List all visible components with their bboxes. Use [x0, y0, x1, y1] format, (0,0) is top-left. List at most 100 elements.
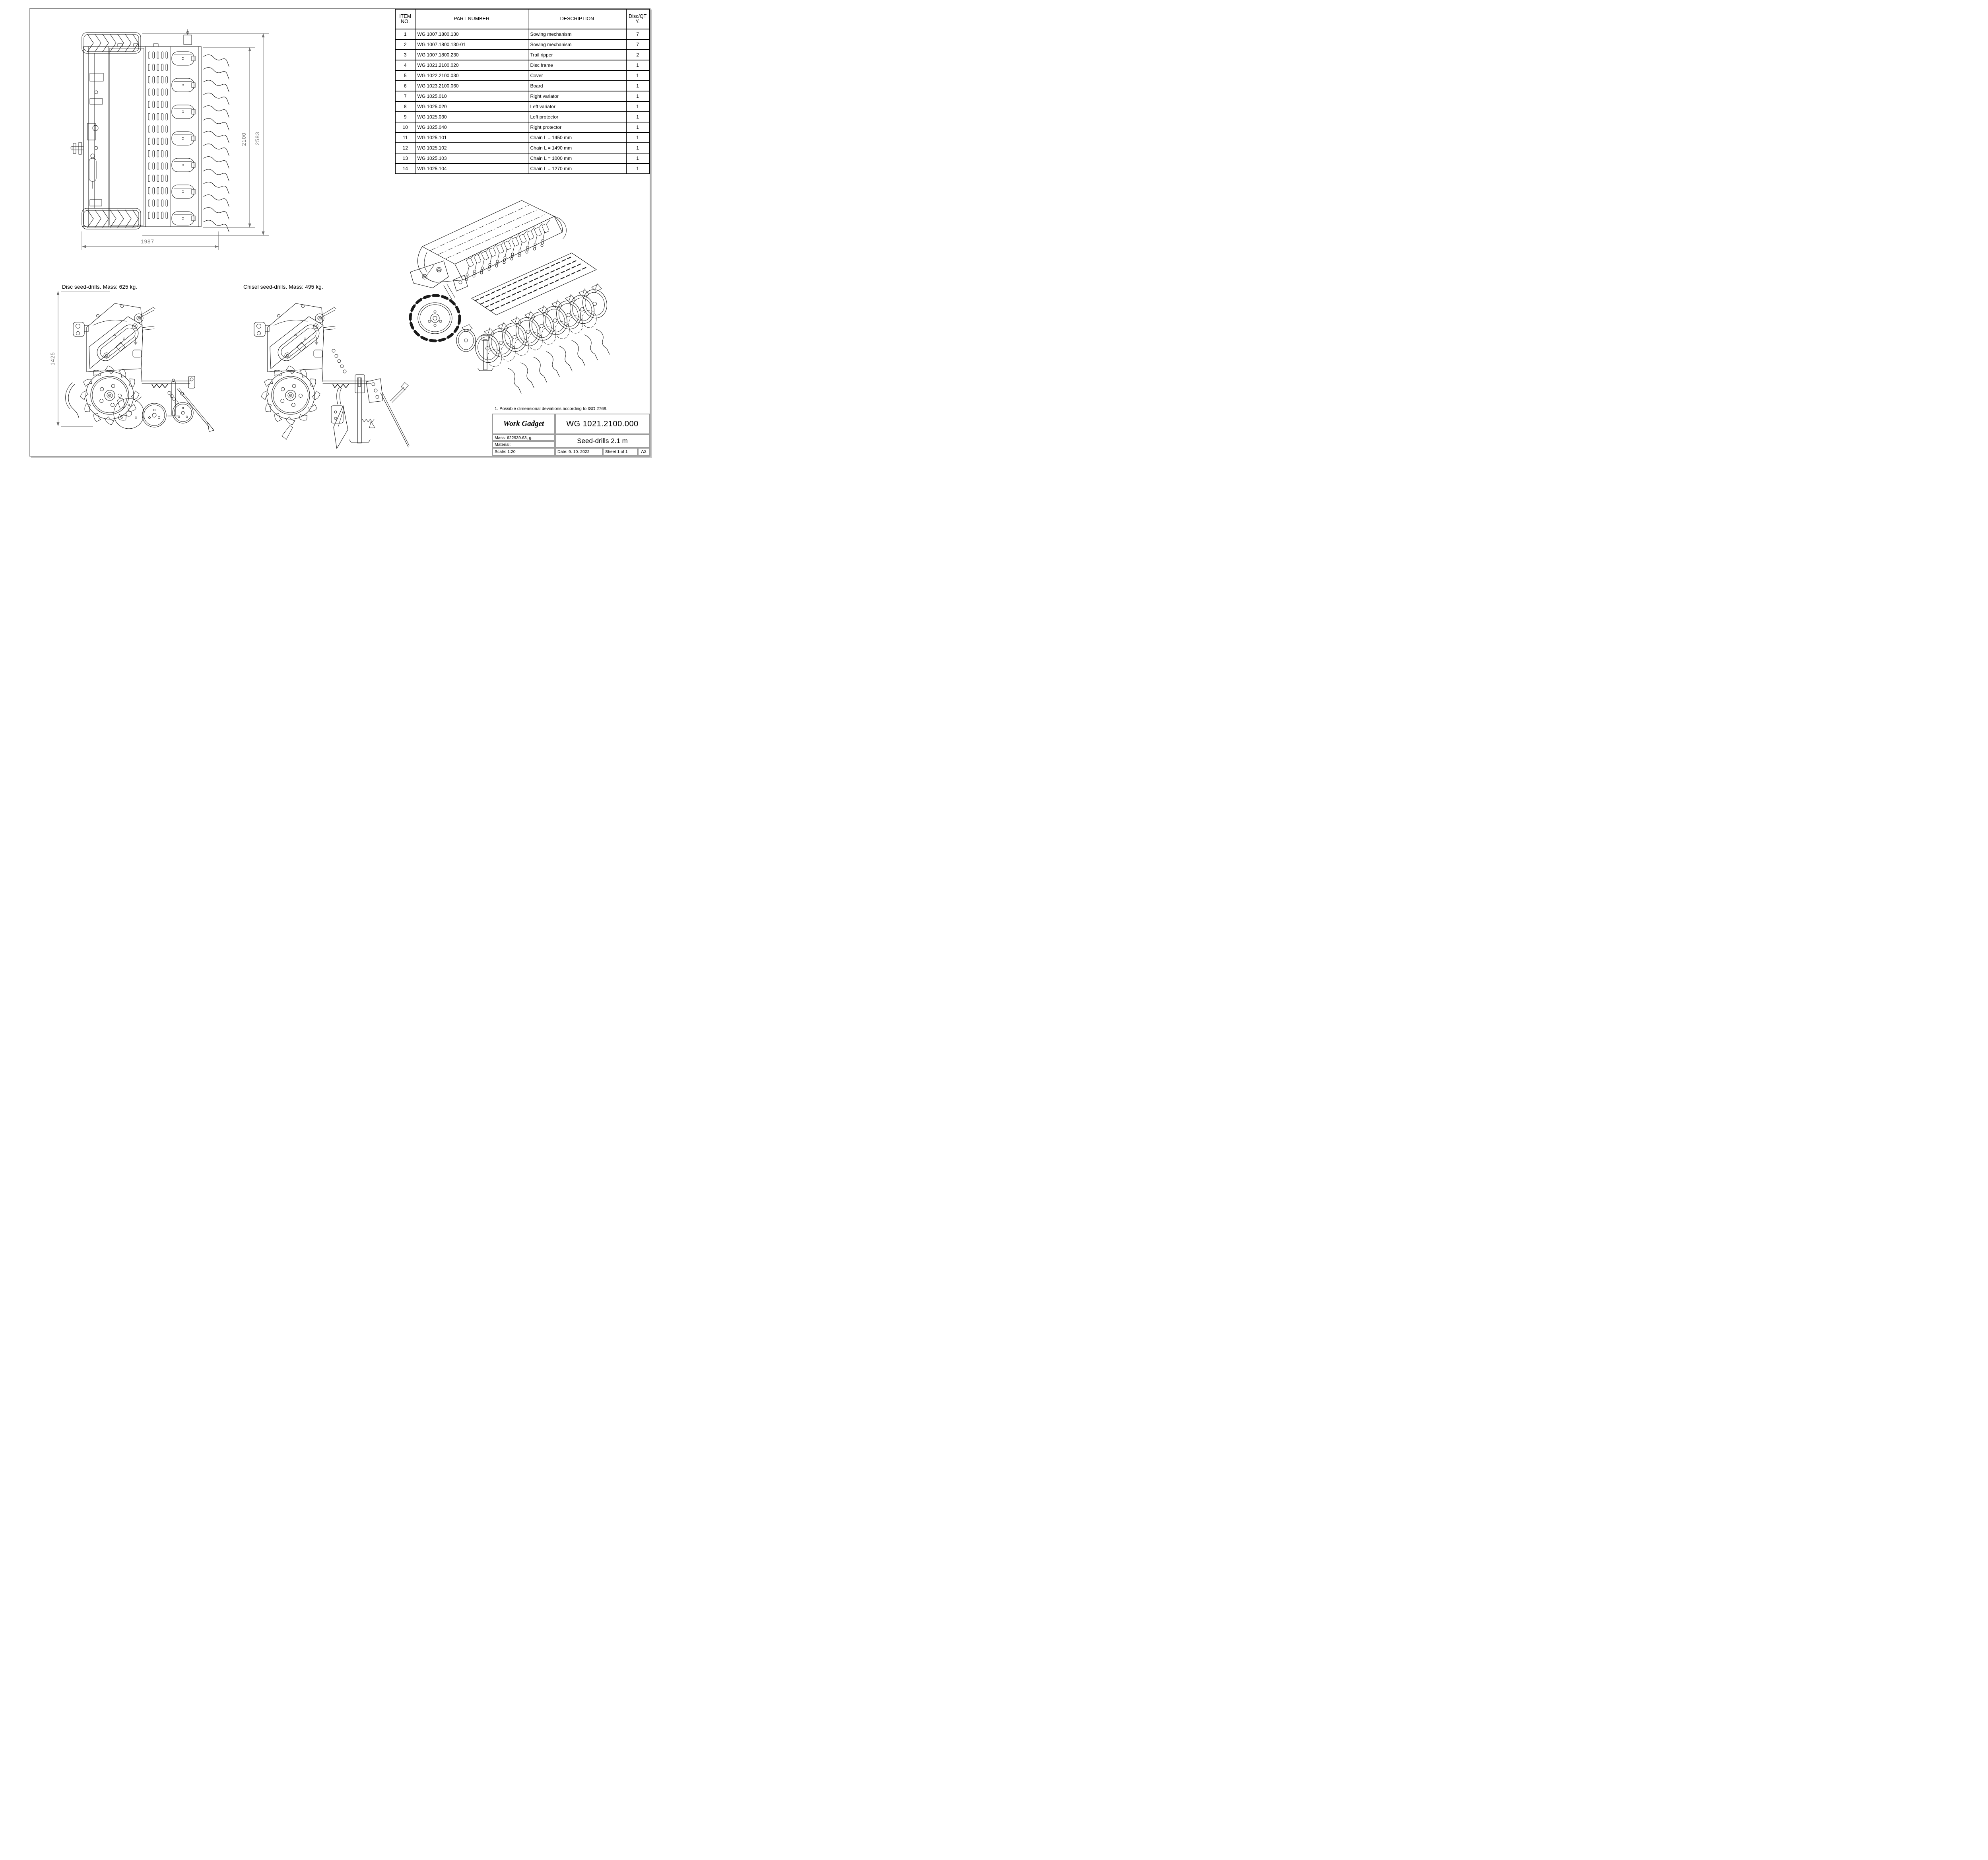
marker-bracket — [366, 378, 383, 403]
drawing-number: WG 1021.2100.000 — [555, 414, 650, 434]
dimension-2583: 2583 — [142, 33, 269, 236]
hitch-mast — [443, 275, 468, 299]
jack-stand — [478, 335, 493, 371]
disc-view-drawing: WG 1425 — [50, 291, 214, 432]
bom-cell-part: WG 1025.103 — [415, 153, 528, 163]
bom-cell-part: WG 1025.102 — [415, 142, 528, 153]
bom-cell-part: WG 1025.010 — [415, 91, 528, 101]
bom-cell-part: WG 1022.2100.030 — [415, 70, 528, 81]
bom-cell-desc: Sowing mechanism — [528, 39, 626, 50]
bom-cell-qty: 1 — [626, 60, 649, 70]
bom-header-description: DESCRIPTION — [528, 9, 626, 29]
iso-view-drawing — [390, 200, 610, 403]
bom-cell-desc: Chain L = 1450 mm — [528, 132, 626, 143]
dimension-2583-label: 2583 — [254, 132, 260, 145]
hopper — [254, 303, 336, 372]
wheel-hub-mark: WG — [289, 395, 292, 396]
drawing-title: Seed-drills 2.1 m — [555, 434, 650, 448]
drive-wheel — [409, 294, 476, 352]
variator-cover — [410, 260, 449, 288]
title-block: Work Gadget WG 1021.2100.000 Mass: 62293… — [492, 414, 650, 456]
tire-top — [82, 32, 141, 54]
bom-cell-part: WG 1025.030 — [415, 111, 528, 122]
marker-hint — [390, 382, 409, 403]
bom-cell-item: 10 — [395, 122, 415, 132]
bom-cell-qty: 7 — [626, 29, 649, 39]
date-field: Date: 9. 10. 2022 — [555, 448, 603, 456]
marker-arm — [177, 388, 214, 432]
bom-cell-item: 8 — [395, 101, 415, 112]
dimension-1987: 1987 — [82, 231, 219, 250]
dimension-1987-label: 1987 — [141, 239, 154, 245]
chisel-view-label: Chisel seed-drills. Mass: 495 kg. — [243, 284, 323, 290]
bom-cell-qty: 1 — [626, 122, 649, 132]
bom-header-part-number: PART NUMBER — [415, 9, 528, 29]
main-wheel: WG — [261, 365, 320, 425]
bom-cell-part: WG 1007.1800.230 — [415, 49, 528, 60]
disc-row — [472, 283, 610, 365]
wheel-hub-mark: WG — [108, 395, 111, 396]
bom-cell-desc: Disc frame — [528, 60, 626, 70]
bom-cell-qty: 1 — [626, 91, 649, 101]
bom-cell-part: WG 1025.101 — [415, 132, 528, 143]
bom-cell-qty: 1 — [626, 153, 649, 163]
marker-arm — [380, 392, 410, 447]
bom-cell-qty: 1 — [626, 80, 649, 91]
mass-field: Mass: 622939.63, g. — [492, 434, 555, 441]
bom-cell-part: WG 1007.1800.130-01 — [415, 39, 528, 50]
top-view-drawing: 2100 2583 1987 — [70, 29, 269, 250]
bom-cell-item: 7 — [395, 91, 415, 101]
bom-cell-part: WG 1021.2100.020 — [415, 60, 528, 70]
left-pipe — [65, 382, 79, 418]
bom-cell-qty: 1 — [626, 163, 649, 174]
support-stand — [349, 374, 371, 443]
bom-cell-desc: Left variator — [528, 101, 626, 112]
walkway — [471, 253, 597, 315]
bom-header-qty: Disc/QTY. — [626, 9, 649, 29]
bom-cell-desc: Cover — [528, 70, 626, 81]
bom-cell-qty: 1 — [626, 70, 649, 81]
bom-cell-desc: Left protector — [528, 111, 626, 122]
machine-frame — [70, 29, 202, 227]
bom-cell-item: 9 — [395, 111, 415, 122]
bom-cell-qty: 7 — [626, 39, 649, 50]
bom-cell-item: 12 — [395, 142, 415, 153]
bom-cell-qty: 2 — [626, 49, 649, 60]
seed-box — [417, 200, 567, 283]
deviation-note: 1. Possible dimensional deviations accor… — [495, 406, 608, 411]
sheet-field: Sheet 1 of 1 — [603, 448, 638, 456]
bom-cell-item: 6 — [395, 80, 415, 91]
bom-cell-desc: Board — [528, 80, 626, 91]
format-field: A3 — [638, 448, 650, 456]
bom-cell-item: 1 — [395, 29, 415, 39]
press-wheels — [142, 402, 194, 428]
bom-cell-desc: Trail ripper — [528, 49, 626, 60]
tine-row — [508, 329, 610, 394]
bom-table: ITEM NO. PART NUMBER DESCRIPTION Disc/QT… — [395, 9, 650, 174]
perforated-plate — [148, 51, 168, 219]
dimension-1425-label: 1425 — [50, 352, 56, 365]
disc-view-label: Disc seed-drills. Mass: 625 kg. — [62, 284, 138, 290]
bom-cell-item: 4 — [395, 60, 415, 70]
company-name: Work Gadget — [492, 414, 555, 434]
bom-cell-part: WG 1025.020 — [415, 101, 528, 112]
sowing-units — [171, 51, 196, 225]
bom-cell-qty: 1 — [626, 142, 649, 153]
bom-cell-item: 5 — [395, 70, 415, 81]
bom-cell-item: 14 — [395, 163, 415, 174]
bom-header-row: ITEM NO. PART NUMBER DESCRIPTION Disc/QT… — [395, 9, 649, 29]
support-stand — [167, 379, 180, 416]
bom-cell-desc: Chain L = 1490 mm — [528, 142, 626, 153]
chisel-opener — [282, 387, 375, 449]
bom-cell-part: WG 1007.1800.130 — [415, 29, 528, 39]
